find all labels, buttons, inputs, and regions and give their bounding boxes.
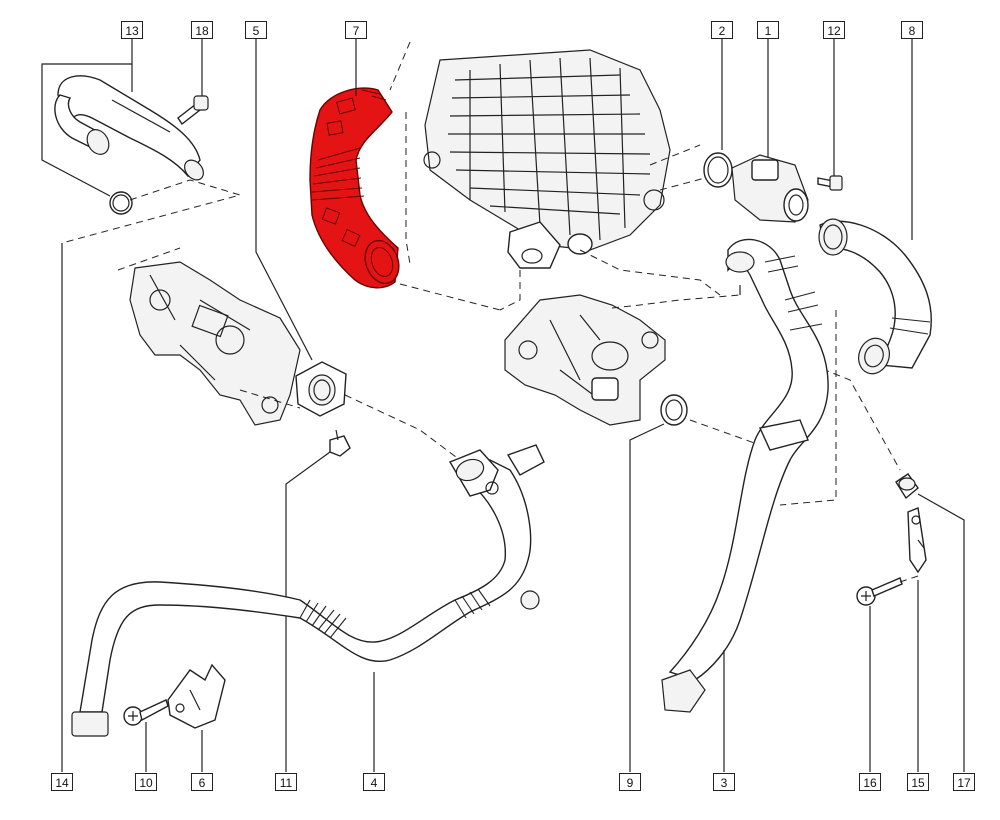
callout-4: 4	[363, 773, 385, 791]
callout-1: 1	[757, 21, 779, 39]
callout-10: 10	[135, 773, 157, 791]
part-1-sensor	[731, 154, 809, 223]
throttle-body-assembly	[129, 261, 301, 426]
callout-18: 18	[191, 21, 213, 39]
callout-label: 16	[863, 776, 877, 790]
part-4-lower-hose	[71, 444, 545, 737]
part-12-screw	[817, 175, 843, 191]
callout-label: 5	[252, 24, 260, 38]
callout-17: 17	[953, 773, 975, 791]
callout-label: 2	[718, 24, 726, 38]
part-2-o-ring	[703, 152, 733, 188]
callout-label: 3	[720, 776, 728, 790]
turbo-egr-unit	[504, 294, 666, 426]
callout-label: 8	[908, 24, 916, 38]
part-7-highlighted-hose	[309, 87, 400, 289]
part-6-bracket	[167, 663, 226, 729]
callout-6: 6	[191, 773, 213, 791]
part-16-bolt	[856, 577, 903, 606]
callout-label: 18	[195, 24, 209, 38]
callout-label: 11	[279, 776, 293, 790]
callout-label: 10	[139, 776, 153, 790]
part-5-flange	[295, 361, 347, 417]
callout-11: 11	[275, 773, 297, 791]
part-8-hose	[818, 218, 932, 375]
callout-8: 8	[901, 21, 923, 39]
callout-label: 17	[957, 776, 971, 790]
callout-14: 14	[51, 773, 73, 791]
callout-label: 6	[198, 776, 206, 790]
callout-5: 5	[245, 21, 267, 39]
callout-label: 9	[626, 776, 634, 790]
callout-label: 4	[370, 776, 378, 790]
part-18-bolt	[177, 95, 209, 126]
callout-label: 14	[55, 776, 69, 790]
callout-label: 1	[764, 24, 772, 38]
callout-16: 16	[859, 773, 881, 791]
callout-13: 13	[121, 21, 143, 39]
part-15-clamp	[907, 507, 927, 574]
callout-2: 2	[711, 21, 733, 39]
callout-12: 12	[823, 21, 845, 39]
part-10-screw	[123, 699, 169, 726]
callout-label: 12	[827, 24, 841, 38]
callout-3: 3	[713, 773, 735, 791]
part-3-hose	[661, 238, 829, 713]
part-11-clip	[329, 429, 351, 457]
callout-label: 7	[352, 24, 360, 38]
part-9-ring	[660, 394, 688, 426]
callout-7: 7	[345, 21, 367, 39]
callout-9: 9	[619, 773, 641, 791]
callout-label: 13	[125, 24, 139, 38]
intake-manifold	[423, 49, 671, 269]
callout-label: 15	[911, 776, 925, 790]
part-17-fitting	[895, 473, 919, 500]
callout-15: 15	[907, 773, 929, 791]
part-13-intake-pipe	[54, 75, 204, 215]
